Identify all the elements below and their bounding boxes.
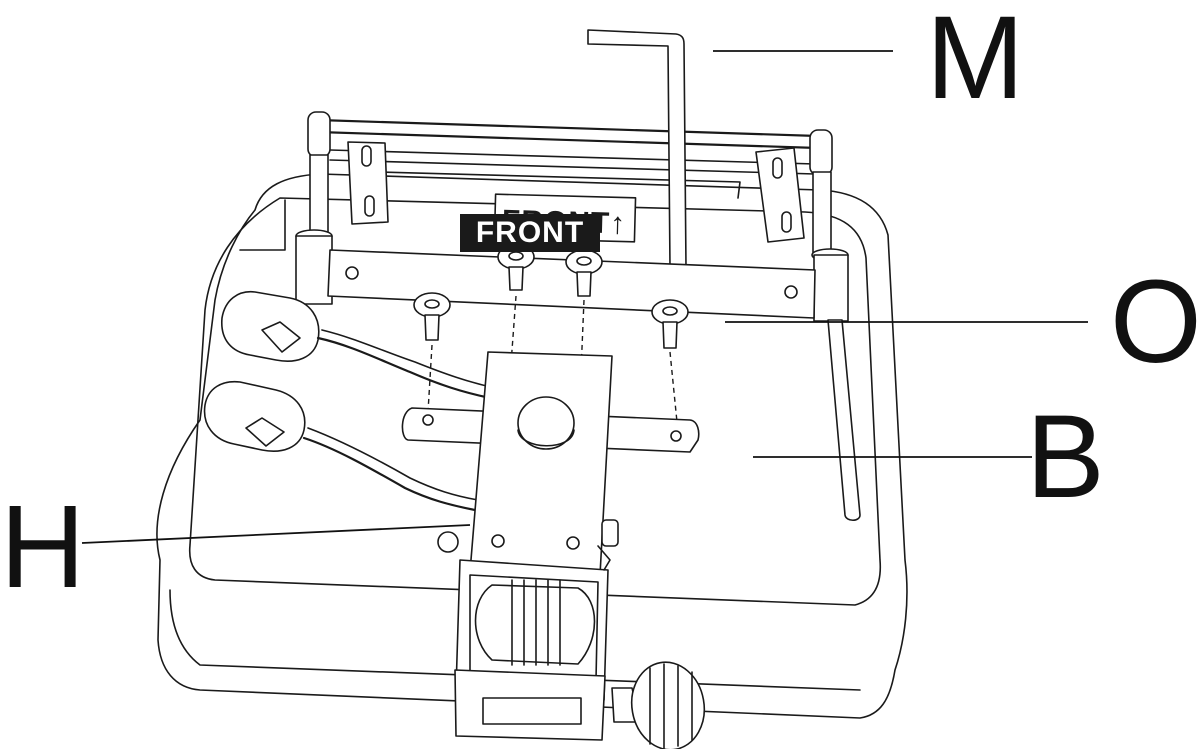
hex-key <box>587 29 687 269</box>
seat-frame <box>316 118 820 243</box>
tilt-mechanism <box>401 351 706 749</box>
leader-lines <box>81 50 1088 544</box>
leader-h <box>81 524 471 544</box>
label-m: M <box>926 0 1024 124</box>
cushion-side-seam <box>239 199 286 251</box>
front-badge: FRONT <box>460 214 600 252</box>
front-badge-text: FRONT <box>475 216 585 249</box>
right-lift-rod <box>809 129 861 522</box>
cushion-top-edge <box>188 197 882 606</box>
label-b: B <box>1026 391 1105 523</box>
cushion-front-roll <box>169 589 861 691</box>
screw-4 <box>651 299 689 349</box>
screw-1 <box>413 292 451 341</box>
left-lift-rod <box>295 111 333 305</box>
label-o: O <box>1110 256 1201 388</box>
label-h: H <box>0 481 85 613</box>
lever-cables <box>203 291 496 553</box>
